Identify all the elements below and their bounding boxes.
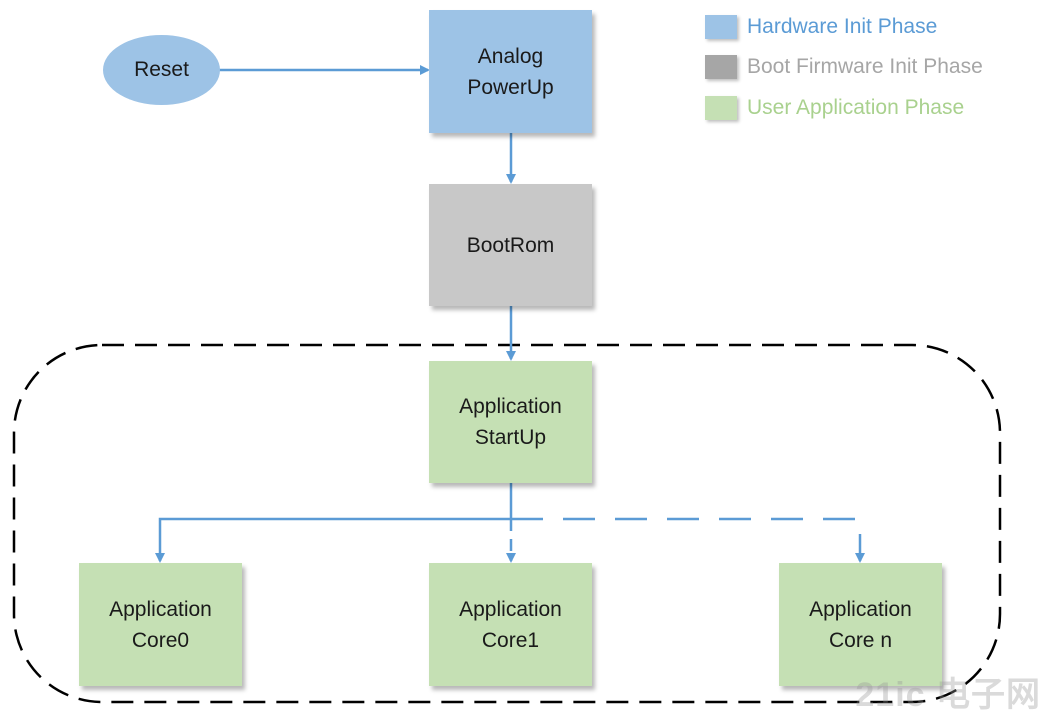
analog-powerup-node: Analog PowerUp (429, 10, 592, 133)
legend-label-boot-firmware: Boot Firmware Init Phase (747, 55, 983, 78)
arrow-startup-to-core0 (155, 517, 511, 563)
reset-node: Reset (103, 35, 220, 105)
legend-label-hardware: Hardware Init Phase (747, 15, 938, 38)
arrow-startup-to-core-n (511, 517, 865, 563)
legend-swatch-hardware (705, 15, 737, 39)
application-core-n-node: Application Core n (779, 563, 942, 686)
watermark-logo: 21ic 电子网 (855, 676, 1041, 714)
application-core1-node: Application Core1 (429, 563, 592, 686)
legend-item-boot-firmware: Boot Firmware Init Phase (705, 55, 983, 79)
legend-swatch-boot-firmware (705, 55, 737, 79)
legend-item-user-application: User Application Phase (705, 96, 964, 120)
legend-item-hardware: Hardware Init Phase (705, 15, 937, 39)
application-startup-node: Application StartUp (429, 361, 592, 483)
legend-swatch-user-application (705, 96, 737, 120)
bootrom-node: BootRom (429, 184, 592, 306)
user-application-region (12, 343, 1002, 704)
application-core0-node: Application Core0 (79, 563, 242, 686)
legend-label-user-application: User Application Phase (747, 96, 965, 119)
